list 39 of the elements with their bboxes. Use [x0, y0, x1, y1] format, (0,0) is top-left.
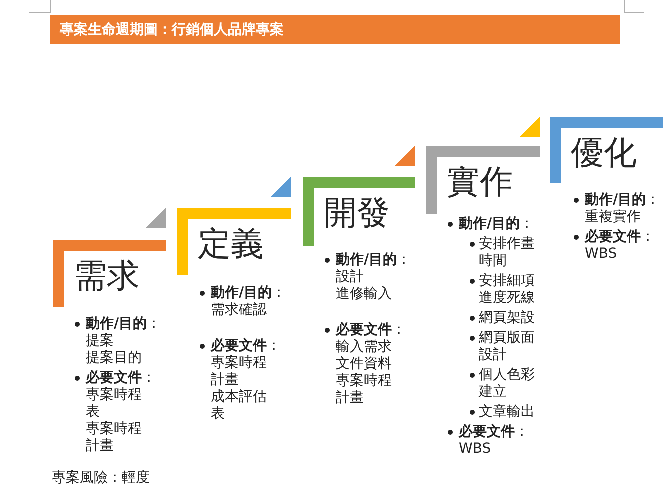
- bullet-text: 專案時程計畫: [336, 373, 393, 407]
- risk-note: 專案風險：輕度: [52, 469, 150, 487]
- step-title: 實作: [447, 165, 513, 198]
- bullet-text: 需求確認: [211, 302, 267, 319]
- bullet-heading: 必要文件：: [459, 423, 529, 441]
- bullet-heading: 必要文件：: [86, 369, 156, 387]
- sub-bullet-text: 文章輸出: [479, 404, 535, 421]
- step-title: 優化: [571, 136, 637, 169]
- sub-bullet-text: 網頁版面設計: [479, 330, 536, 364]
- bullet-text: 重複實作: [585, 209, 641, 226]
- bullet-text: WBS: [585, 246, 618, 263]
- bullet-text: 專案時程計畫: [211, 355, 268, 389]
- diagram-title: 專案生命週期圖：行銷個人品牌專案: [60, 20, 284, 38]
- bullet-text: 提案目的: [86, 350, 142, 367]
- bullet-heading: 必要文件：: [211, 337, 281, 355]
- step-title: 定義: [198, 227, 264, 260]
- bullet-text: 設計: [336, 269, 364, 286]
- step-title: 需求: [74, 259, 140, 292]
- step-title: 開發: [324, 196, 390, 229]
- bullet-text: 輸入需求文件資料: [336, 339, 393, 373]
- bullet-text: 成本評估表: [211, 389, 268, 423]
- bullet-heading: 動作/目的：: [459, 215, 534, 233]
- sub-bullet-text: 網頁架設: [479, 310, 535, 327]
- bullet-heading: 動作/目的：: [585, 191, 660, 209]
- process-step: [303, 146, 415, 407]
- bullet-text: 提案: [86, 333, 114, 350]
- process-step: [53, 208, 166, 455]
- bullet-heading: 必要文件：: [336, 321, 406, 339]
- sub-bullet-text: 安排作畫時間: [479, 236, 536, 270]
- bullet-heading: 動作/目的：: [336, 251, 412, 269]
- bullet-text: WBS: [459, 441, 492, 458]
- bullet-heading: 必要文件：: [585, 228, 655, 246]
- bullet-text: 專案時程表: [86, 387, 143, 421]
- sub-bullet-text: 安排細項進度死線: [479, 273, 536, 307]
- bullet-text: 進修輸入: [336, 286, 392, 303]
- sub-bullet-text: 個人色彩建立: [479, 367, 536, 401]
- bullet-heading: 動作/目的：: [211, 284, 286, 302]
- bullet-heading: 動作/目的：: [86, 315, 162, 333]
- bullet-text: 專案時程計畫: [86, 421, 143, 455]
